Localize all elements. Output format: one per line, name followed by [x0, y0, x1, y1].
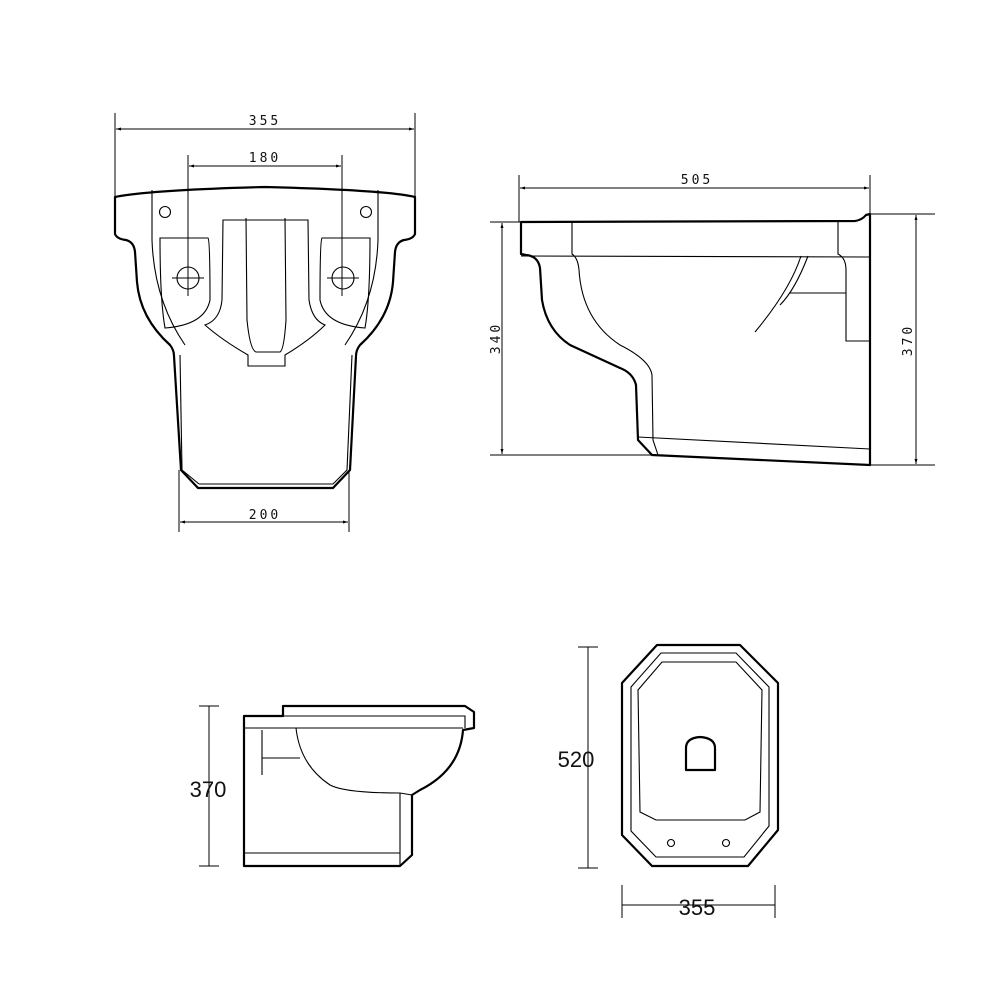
- top-view: 520 355: [558, 643, 780, 920]
- right-pocket: [319, 237, 371, 329]
- left-pocket: [159, 237, 211, 329]
- seat-hole-right: [721, 838, 731, 848]
- dim-200: 200: [249, 508, 281, 523]
- waste-channel: [203, 219, 326, 367]
- side-outline: [519, 212, 872, 467]
- small-side-outline: [242, 704, 476, 868]
- dim-340: 340: [489, 322, 504, 354]
- dim-520: 520: [558, 747, 595, 772]
- dim-180: 180: [249, 151, 281, 166]
- fixing-hole-left: [158, 205, 172, 219]
- dim-355-top: 355: [679, 895, 716, 920]
- front-view: 355 180 200: [113, 113, 417, 532]
- fixing-hole-right: [359, 205, 373, 219]
- seat-outline: [637, 661, 763, 821]
- dim-505: 505: [681, 173, 713, 188]
- dim-355-front: 355: [249, 114, 281, 129]
- dim-370-small: 370: [190, 777, 227, 802]
- bowl-opening: [684, 735, 717, 772]
- front-outline: [113, 185, 417, 490]
- side-view: 505 340 370: [489, 173, 935, 467]
- seat-hole-left: [666, 838, 676, 848]
- dim-370-side: 370: [901, 324, 916, 356]
- top-outline: [620, 643, 780, 868]
- side-view-small: 370: [190, 704, 476, 868]
